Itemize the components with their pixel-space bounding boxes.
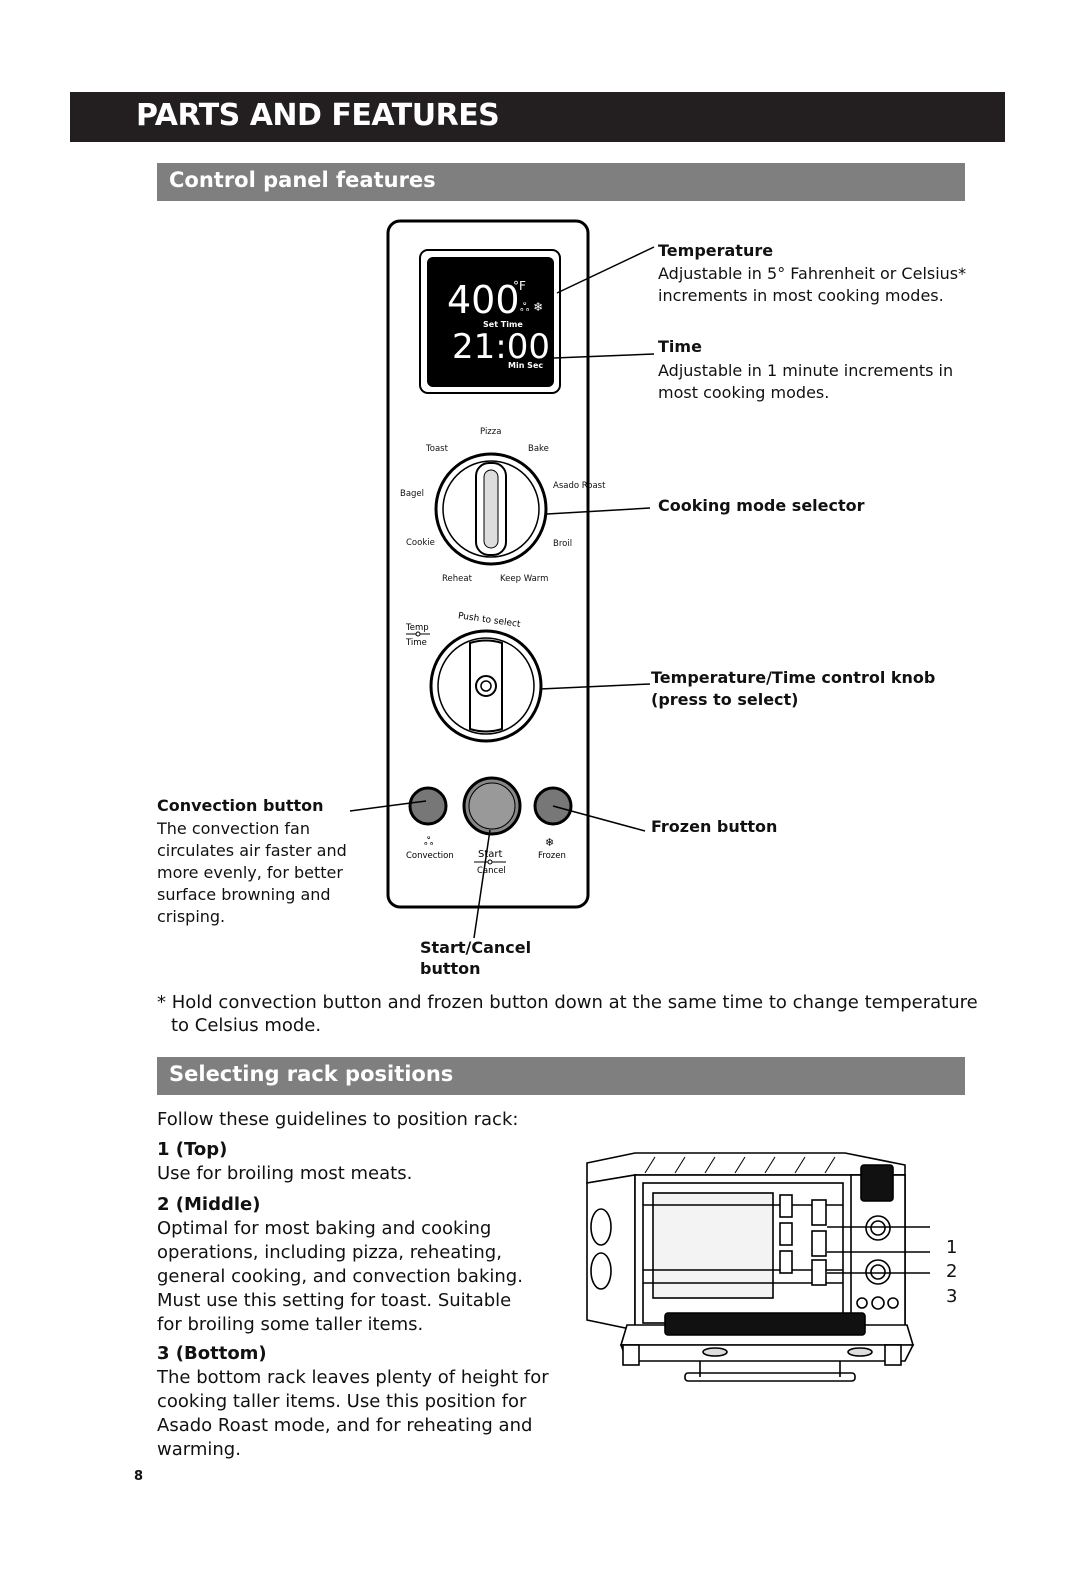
frozen-callout-title: Frozen button [651, 817, 778, 836]
section-title: Control panel features [169, 168, 436, 192]
mode-label-bake: Bake [528, 444, 549, 454]
start-callout-title-2: button [420, 959, 481, 978]
cooking-mode-knob [434, 452, 548, 566]
section-header-control-panel: Control panel features [157, 163, 965, 201]
mode-label-bagel: Bagel [400, 489, 424, 499]
rack-top-text: Use for broiling most meats. [157, 1163, 413, 1184]
mode-label-keep-warm: Keep Warm [500, 574, 548, 584]
cancel-label: Cancel [477, 866, 506, 876]
rack-label-1: 1 [946, 1237, 958, 1258]
rack-top-title: 1 (Top) [157, 1139, 228, 1160]
mode-label-asado: Asado Roast [553, 481, 606, 491]
rack-middle-title: 2 (Middle) [157, 1194, 261, 1215]
rack-middle-line: operations, including pizza, reheating, [157, 1242, 502, 1263]
oven-illustration [586, 1152, 930, 1382]
page-number: 8 [134, 1469, 144, 1484]
time-callout-text-1: Adjustable in 1 minute increments in [658, 361, 954, 380]
convection-callout-title: Convection button [157, 796, 324, 815]
temperature-callout-title: Temperature [658, 241, 774, 260]
convection-button [408, 786, 448, 826]
rack-intro: Follow these guidelines to position rack… [157, 1109, 519, 1130]
rack-bottom-title: 3 (Bottom) [157, 1343, 267, 1364]
convection-text-line: more evenly, for better [157, 863, 343, 882]
mode-label-reheat: Reheat [442, 574, 473, 584]
rack-bottom-line: cooking taller items. Use this position … [157, 1391, 527, 1412]
convection-button-label: Convection [406, 851, 454, 861]
start-callout-title-1: Start/Cancel [420, 938, 532, 957]
mode-label-pizza: Pizza [480, 427, 501, 437]
rack-middle-line: for broiling some taller items. [157, 1314, 424, 1335]
time-callout-text-2: most cooking modes. [658, 383, 830, 402]
display-temp: 400 [447, 278, 520, 322]
display-screen [427, 257, 554, 387]
mode-label-toast: Toast [425, 444, 449, 454]
display-set-time: Set Time [483, 320, 523, 329]
temperature-callout-text-2: increments in most cooking modes. [658, 286, 944, 305]
display-temp-unit: °F [513, 279, 526, 293]
rack-middle-text: Optimal for most baking and cooking oper… [157, 1217, 523, 1337]
display-min-sec: Min Sec [508, 361, 543, 370]
convection-text-line: crisping. [157, 907, 226, 926]
display-time: 21:00 [452, 327, 550, 367]
rack-bottom-text: The bottom rack leaves plenty of height … [157, 1366, 549, 1462]
convection-text-line: surface browning and [157, 885, 331, 904]
footnote-line-1: * Hold convection button and frozen butt… [157, 992, 978, 1013]
knob-callout-title-2: (press to select) [651, 690, 799, 709]
rack-middle-line: general cooking, and convection baking. [157, 1266, 523, 1287]
convection-text-line: circulates air faster and [157, 841, 347, 860]
start-label: Start [478, 849, 503, 860]
mode-label-broil: Broil [553, 539, 572, 549]
temperature-callout-text-1: Adjustable in 5° Fahrenheit or Celsius* [658, 264, 967, 283]
footnote-line-2: to Celsius mode. [171, 1015, 322, 1036]
section-title: Selecting rack positions [169, 1062, 454, 1086]
page-title: PARTS AND FEATURES [136, 98, 500, 133]
rack-bottom-line: warming. [157, 1439, 241, 1460]
section-header-rack-positions: Selecting rack positions [157, 1057, 965, 1095]
convection-text-line: The convection fan [157, 819, 310, 838]
mode-label-cookie: Cookie [406, 538, 435, 548]
rack-middle-line: Optimal for most baking and cooking [157, 1218, 492, 1239]
rack-label-2: 2 [946, 1261, 958, 1282]
rack-bottom-line: The bottom rack leaves plenty of height … [157, 1367, 549, 1388]
rack-middle-line: Must use this setting for toast. Suitabl… [157, 1290, 512, 1311]
frozen-button-label: Frozen [538, 851, 566, 861]
convection-callout-text: The convection fan circulates air faster… [157, 818, 347, 928]
convection-fan-icon: ஃ [424, 834, 434, 848]
display-fan-icon: ஃ ❄ [520, 300, 543, 314]
knob-time-label: Time [405, 638, 427, 648]
knob-temp-label: Temp [405, 623, 429, 633]
rack-bottom-line: Asado Roast mode, and for reheating and [157, 1415, 533, 1436]
knob-callout-title-1: Temperature/Time control knob [651, 668, 936, 687]
time-callout-title: Time [658, 337, 702, 356]
rack-label-3: 3 [946, 1286, 958, 1307]
cooking-mode-callout-title: Cooking mode selector [658, 496, 865, 515]
temp-time-knob [429, 629, 543, 743]
frozen-snowflake-icon: ❄ [545, 836, 554, 849]
page-header: PARTS AND FEATURES [70, 92, 1005, 142]
